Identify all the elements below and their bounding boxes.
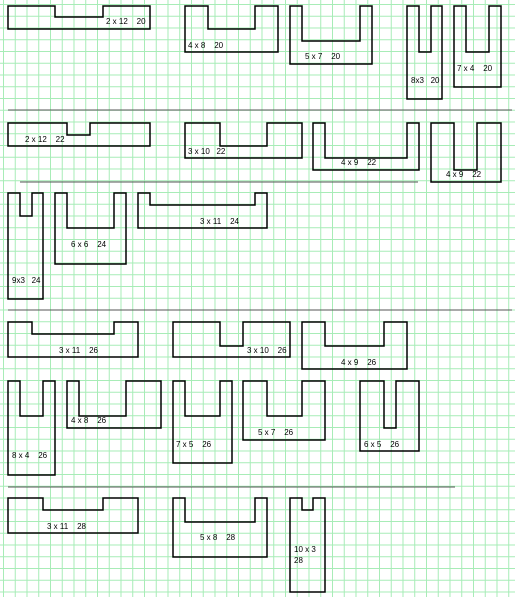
shape-label: 3 x 10 26: [247, 346, 287, 355]
notched-shape-outline: [54, 192, 127, 265]
shape-label: 2 x 12 20: [106, 17, 146, 26]
shape-label: 4 x 9 22: [446, 170, 482, 179]
shape-label: 28: [294, 556, 303, 565]
notched-shape-outline: [172, 321, 291, 358]
notched-shape-outline: [7, 321, 139, 358]
shape-label: 2 x 12 22: [25, 135, 65, 144]
notched-shape-outline: [172, 380, 233, 464]
shape-label: 6 x 5 26: [364, 440, 400, 449]
shape-label: 4 x 9 22: [341, 158, 377, 167]
notched-shape-outline: [184, 5, 279, 53]
shape-label: 3 x 11 24: [200, 217, 239, 226]
shape-label: 5 x 8 28: [200, 533, 236, 542]
shape-label: 5 x 7 20: [305, 52, 341, 61]
notched-shape-outline: [453, 5, 502, 88]
shape-label: 4 x 9 26: [341, 358, 377, 367]
notched-shape-outline: [137, 192, 268, 229]
notched-shape-outline: [289, 5, 373, 65]
shape-label: 10 x 3: [294, 545, 316, 554]
shape-label: 8 x 4 26: [12, 451, 48, 460]
shape-label: 7 x 5 26: [176, 440, 212, 449]
notched-shape-outline: [430, 122, 502, 183]
shape-label: 3 x 11 28: [47, 522, 86, 531]
shape-label: 7 x 4 20: [457, 64, 493, 73]
notched-shape-outline: [7, 380, 56, 476]
notched-shape-outline: [312, 122, 420, 171]
notched-shape-outline: [172, 497, 268, 558]
notched-shape-outline: [7, 122, 151, 147]
shape-label: 3 x 10 22: [188, 147, 226, 156]
notched-shape-outline: [7, 5, 151, 30]
notched-shape-outline: [406, 5, 443, 100]
shape-label: 3 x 11 26: [59, 346, 98, 355]
shape-label: 8x3 20: [411, 76, 440, 85]
notched-shape-outline: [289, 497, 326, 593]
notched-shape-outline: [242, 380, 326, 441]
shape-label: 5 x 7 26: [258, 428, 294, 437]
shape-label: 4 x 8 20: [188, 41, 224, 50]
notched-shape-outline: [359, 380, 420, 452]
shape-label: 6 x 6 24: [71, 240, 107, 249]
notched-shape-outline: [7, 192, 44, 300]
notched-shape-outline: [7, 497, 139, 534]
shape-label: 4 x 8 26: [71, 416, 107, 425]
shape-label: 9x3 24: [12, 276, 41, 285]
notched-shape-outline: [301, 321, 408, 370]
notched-shape-outline: [66, 380, 162, 429]
notched-shape-outline: [184, 122, 303, 159]
